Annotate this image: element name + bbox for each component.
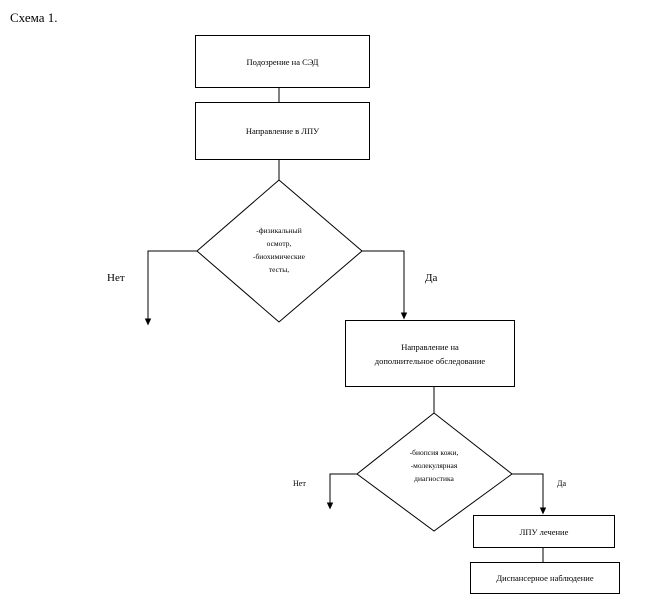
edge-label-biopsy-no: Нет [293,479,306,488]
edge-label-biopsy-yes: Да [557,479,567,488]
node-lpu-treatment: ЛПУ лечение [473,515,615,548]
node-additional-exam: Направление на дополнительное обследован… [345,320,515,387]
node-referral-lpu: Направление в ЛПУ [195,102,370,160]
edge-decision-biopsy-yes [512,473,547,515]
node-lpu-treatment-label: ЛПУ лечение [519,526,569,537]
node-dispensary: Диспансерное наблюдение [470,562,620,594]
edge-decision-exam-yes [362,250,408,320]
node-additional-exam-label: Направление на дополнительное обследован… [374,341,486,366]
node-decision-exam-label: -физикальный осмотр, -биохимические тест… [252,226,306,274]
node-suspicion: Подозрение на СЭД [195,35,370,88]
node-dispensary-label: Диспансерное наблюдение [496,573,594,583]
node-referral-lpu-label: Направление в ЛПУ [245,126,320,136]
edge-label-exam-yes: Да [425,272,438,284]
node-decision-biopsy-label: -биопсия кожи, -молекулярная диагностика [409,448,459,483]
figure-caption: Схема 1. [10,10,58,25]
edge-decision-biopsy-no [326,473,357,510]
edge-label-exam-no: Нет [107,272,125,284]
node-suspicion-label: Подозрение на СЭД [246,56,319,67]
edge-decision-exam-no [144,250,197,326]
